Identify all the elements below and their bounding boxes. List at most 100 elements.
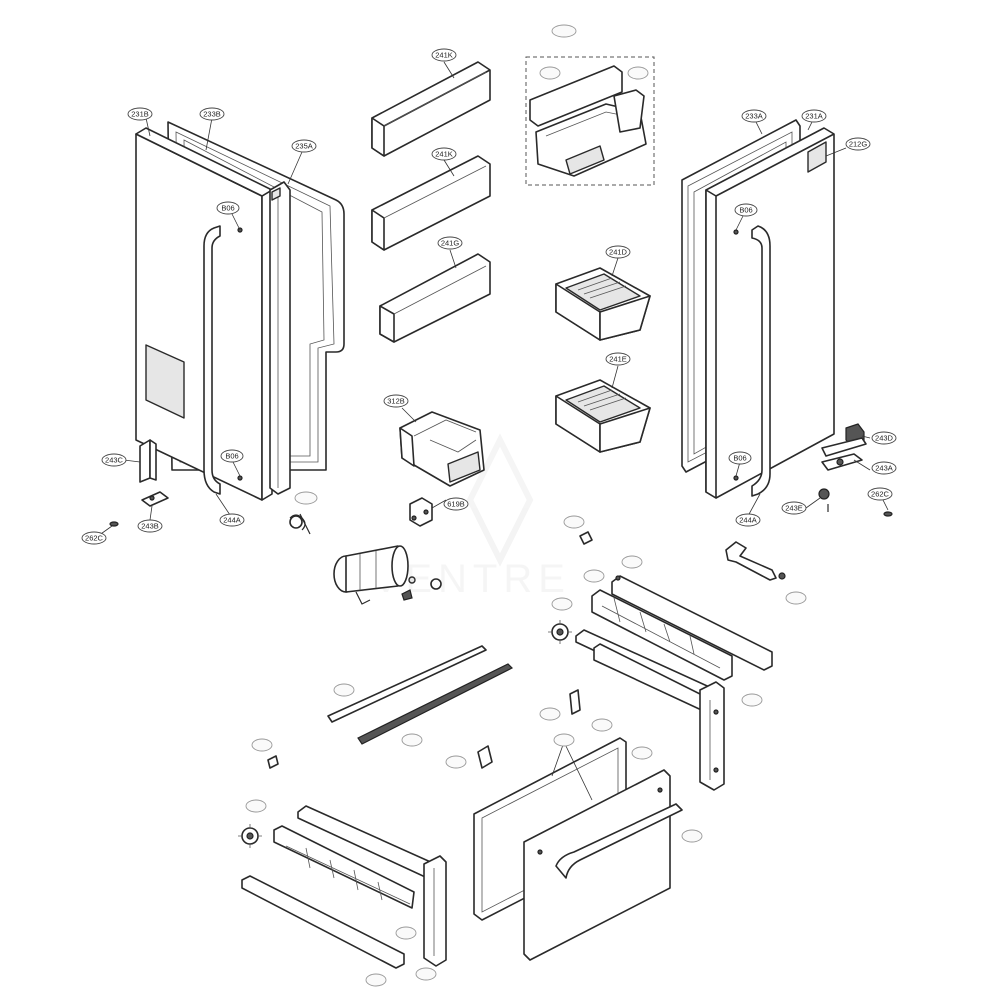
- svg-text:244A: 244A: [223, 516, 241, 525]
- right-door-assembly: [681, 119, 835, 499]
- svg-text:243D: 243D: [875, 434, 894, 443]
- callout-619B: 619B: [443, 497, 469, 511]
- door-tray-241E: [555, 379, 651, 453]
- callout-B06-left-bottom: B06: [220, 449, 244, 463]
- svg-text:619B: 619B: [447, 500, 465, 509]
- callout-233A: 233A: [741, 109, 767, 123]
- callout-blank: [681, 829, 703, 843]
- svg-text:235A: 235A: [295, 142, 313, 151]
- door-bin-2: [371, 155, 491, 251]
- svg-text:312B: 312B: [387, 397, 405, 406]
- callout-262C-right: 262C: [867, 487, 893, 501]
- callout-blank: [631, 746, 653, 760]
- svg-text:231A: 231A: [805, 112, 823, 121]
- svg-text:243C: 243C: [105, 456, 124, 465]
- svg-text:262C: 262C: [871, 490, 890, 499]
- callout-B06-right-bottom: B06: [728, 451, 752, 465]
- callout-241G: 241G: [437, 236, 463, 250]
- door-strips: [327, 645, 514, 745]
- left-door-assembly: [135, 121, 345, 535]
- svg-text:241K: 241K: [435, 51, 453, 60]
- callout-blank: [365, 973, 387, 987]
- callouts: 231B 233B 235A B06 B06 243C 243B 262C 24…: [81, 24, 897, 987]
- left-screw: [109, 521, 119, 527]
- right-screw: [883, 511, 893, 517]
- svg-text:212G: 212G: [849, 140, 868, 149]
- small-clip: [579, 531, 593, 545]
- right-hinge-parts: [818, 423, 893, 517]
- drawer-rail-lower-left: [241, 805, 447, 969]
- left-hinge-parts: [109, 439, 169, 527]
- left-door-hinge-cover: [269, 181, 291, 495]
- dispenser-bin-group: [525, 56, 655, 186]
- callout-243E: 243E: [781, 501, 807, 515]
- svg-text:243A: 243A: [875, 464, 893, 473]
- callout-blank: [583, 569, 605, 583]
- right-door-label: [807, 141, 827, 173]
- right-door-handle: [751, 225, 771, 497]
- callout-212G: 212G: [845, 137, 871, 151]
- callout-blank: [591, 718, 613, 732]
- callout-231B: 231B: [127, 107, 153, 121]
- callout-blank: [551, 24, 577, 38]
- gear-left: [238, 824, 262, 848]
- motor-unit: [333, 545, 442, 605]
- svg-text:243B: 243B: [141, 522, 159, 531]
- callout-241E: 241E: [605, 352, 631, 366]
- left-door-spring: [289, 515, 303, 529]
- svg-text:262C: 262C: [85, 534, 104, 543]
- left-hinge-plate: [141, 491, 169, 507]
- callout-blank: [333, 683, 355, 697]
- callout-233B: 233B: [199, 107, 225, 121]
- hinge-bushing-243E: [818, 488, 830, 500]
- callout-312B: 312B: [383, 394, 409, 408]
- door-tray-241D: [555, 267, 651, 341]
- drawer-rail-lower-right: [575, 629, 725, 791]
- gear-right: [548, 620, 572, 644]
- callout-blank: [551, 597, 573, 611]
- callout-243B: 243B: [137, 519, 163, 533]
- svg-text:B06: B06: [225, 452, 238, 461]
- valve-619B: [409, 497, 433, 527]
- callout-244A-right: 244A: [735, 513, 761, 527]
- svg-text:B06: B06: [733, 454, 746, 463]
- callout-243C: 243C: [101, 453, 127, 467]
- callout-241K-middle: 241K: [431, 147, 457, 161]
- callout-blank: [445, 755, 467, 769]
- small-latch: [569, 689, 581, 715]
- svg-text:241K: 241K: [435, 150, 453, 159]
- drawer-front: [523, 769, 683, 961]
- svg-text:233B: 233B: [203, 110, 221, 119]
- svg-text:241E: 241E: [609, 355, 627, 364]
- left-door-handle: [203, 225, 221, 495]
- callout-blank: [563, 515, 585, 529]
- ice-bucket-frame: [399, 411, 485, 487]
- callout-262C-left: 262C: [81, 531, 107, 545]
- door-bin-1: [371, 61, 491, 157]
- callout-231A: 231A: [801, 109, 827, 123]
- callout-241D: 241D: [605, 245, 631, 259]
- drawer-rail-upper: [591, 575, 773, 681]
- callout-241K-top: 241K: [431, 48, 457, 62]
- small-bracket: [477, 745, 493, 769]
- svg-text:233A: 233A: [745, 112, 763, 121]
- svg-text:B06: B06: [739, 206, 752, 215]
- callout-blank: [539, 66, 561, 80]
- callout-blank: [621, 555, 643, 569]
- callout-B06-left-top: B06: [216, 201, 240, 215]
- callout-blank: [251, 738, 273, 752]
- svg-text:241G: 241G: [441, 239, 460, 248]
- callout-blank: [785, 591, 807, 605]
- leader-lines: [97, 61, 889, 801]
- svg-text:244A: 244A: [739, 516, 757, 525]
- small-cap: [267, 755, 279, 769]
- callout-blank: [627, 66, 649, 80]
- svg-text:243E: 243E: [785, 504, 803, 513]
- left-hinge-bracket: [139, 439, 151, 483]
- svg-text:231B: 231B: [131, 110, 149, 119]
- callout-blank: [553, 733, 575, 747]
- callout-243A: 243A: [871, 461, 897, 475]
- callout-235A: 235A: [291, 139, 317, 153]
- callout-blank: [415, 967, 437, 981]
